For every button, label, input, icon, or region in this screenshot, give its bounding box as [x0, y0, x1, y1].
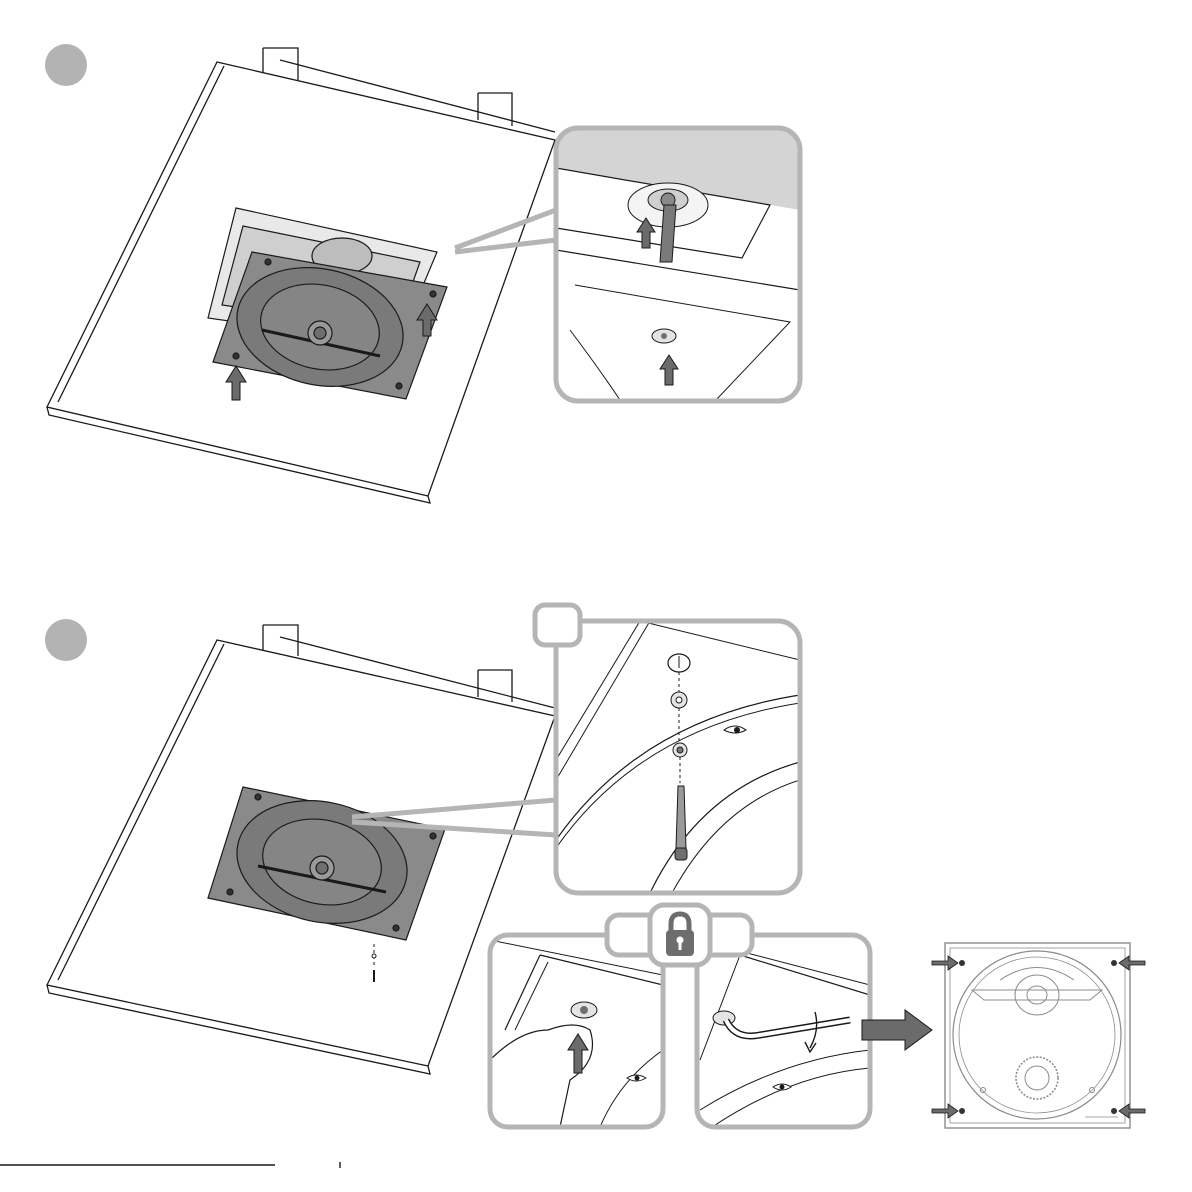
step-marker-1 — [45, 44, 87, 86]
detail-inset-tighten — [697, 935, 870, 1127]
detail-inset-top — [556, 128, 800, 401]
step-marker-2 — [45, 619, 87, 661]
grille-front-view — [945, 943, 1130, 1128]
footer-rule — [0, 1162, 340, 1168]
lock-badge — [607, 905, 752, 965]
inset-tab — [535, 605, 580, 645]
detail-inset-bottom — [535, 605, 800, 893]
detail-inset-push — [490, 935, 663, 1127]
